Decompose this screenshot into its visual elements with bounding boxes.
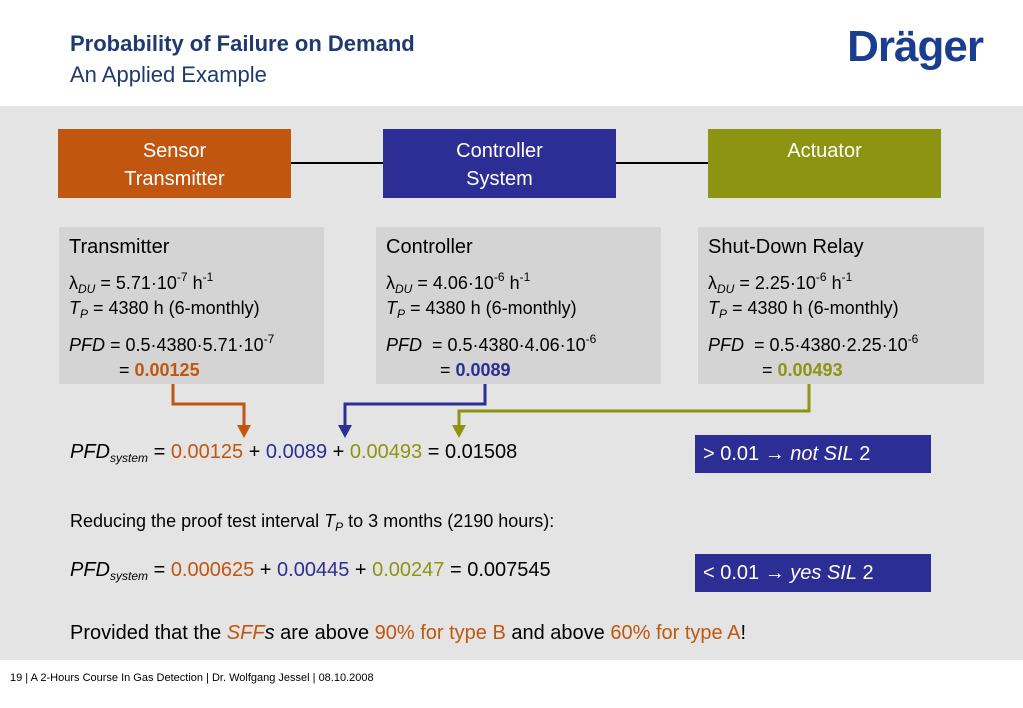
brand-logo: Dräger <box>847 22 984 71</box>
reducing-interval-text: Reducing the proof test interval TP to 3… <box>70 511 555 534</box>
pfd-result: 0.00125 <box>134 360 200 380</box>
pfd-result: 0.00493 <box>777 360 843 380</box>
actuator-block: Actuator <box>708 129 941 198</box>
orange-arrowhead <box>237 425 251 438</box>
pfd-line: PFD = 0.5·4380·2.25·10-6 <box>708 332 919 355</box>
connector-line <box>291 162 383 164</box>
lambda-line: λDU = 5.71·10-7 h-1 <box>69 270 214 296</box>
card-title: Shut-Down Relay <box>708 236 864 258</box>
block-label: Actuator <box>787 140 862 162</box>
pfd-result-line: = 0.00125 <box>119 360 200 380</box>
pfd-result-line: = 0.0089 <box>440 360 511 380</box>
pfd-line: PFD = 0.5·4380·5.71·10-7 <box>69 332 275 355</box>
lambda-line: λDU = 4.06·10-6 h-1 <box>386 270 531 296</box>
block-label: System <box>466 168 533 190</box>
page-title: Probability of Failure on Demand <box>70 31 415 56</box>
card-title: Controller <box>386 236 473 258</box>
controller-card: Controller λDU = 4.06·10-6 h-1 TP = 4380… <box>376 227 661 384</box>
connector-line <box>616 162 708 164</box>
green-arrowhead <box>452 425 466 438</box>
tp-line: TP = 4380 h (6-monthly) <box>386 298 577 321</box>
green-arrow-line <box>457 384 811 428</box>
card-title: Transmitter <box>69 236 170 258</box>
orange-arrow-line <box>171 384 246 428</box>
pfd-result-line: = 0.00493 <box>762 360 843 380</box>
footer: 19 | A 2-Hours Course In Gas Detection |… <box>10 672 374 684</box>
page-subtitle: An Applied Example <box>70 62 267 87</box>
block-label: Sensor <box>142 140 207 162</box>
provided-note: Provided that the SFFs are above 90% for… <box>70 622 746 644</box>
shutdown-relay-card: Shut-Down Relay λDU = 2.25·10-6 h-1 TP =… <box>698 227 984 384</box>
tp-line: TP = 4380 h (6-monthly) <box>69 298 260 321</box>
block-label: Transmitter <box>124 168 225 190</box>
blue-arrowhead <box>338 425 352 438</box>
pfd-line: PFD = 0.5·4380·4.06·10-6 <box>386 332 597 355</box>
blue-arrow-line <box>343 384 487 428</box>
pfd-system-formula-2: PFDsystem = 0.000625 + 0.00445 + 0.00247… <box>70 559 551 583</box>
controller-system-block: Controller System <box>383 129 616 198</box>
block-label: Controller <box>456 140 543 162</box>
result-not-sil2: > 0.01 → not SIL 2 <box>695 435 931 473</box>
sensor-transmitter-block: Sensor Transmitter <box>58 129 291 198</box>
pfd-system-formula-1: PFDsystem = 0.00125 + 0.0089 + 0.00493 =… <box>70 441 518 465</box>
transmitter-card: Transmitter λDU = 5.71·10-7 h-1 TP = 438… <box>59 227 324 384</box>
lambda-line: λDU = 2.25·10-6 h-1 <box>708 270 853 296</box>
result-yes-sil2: < 0.01 → yes SIL 2 <box>695 554 931 592</box>
pfd-result: 0.0089 <box>455 360 511 380</box>
tp-line: TP = 4380 h (6-monthly) <box>708 298 899 321</box>
